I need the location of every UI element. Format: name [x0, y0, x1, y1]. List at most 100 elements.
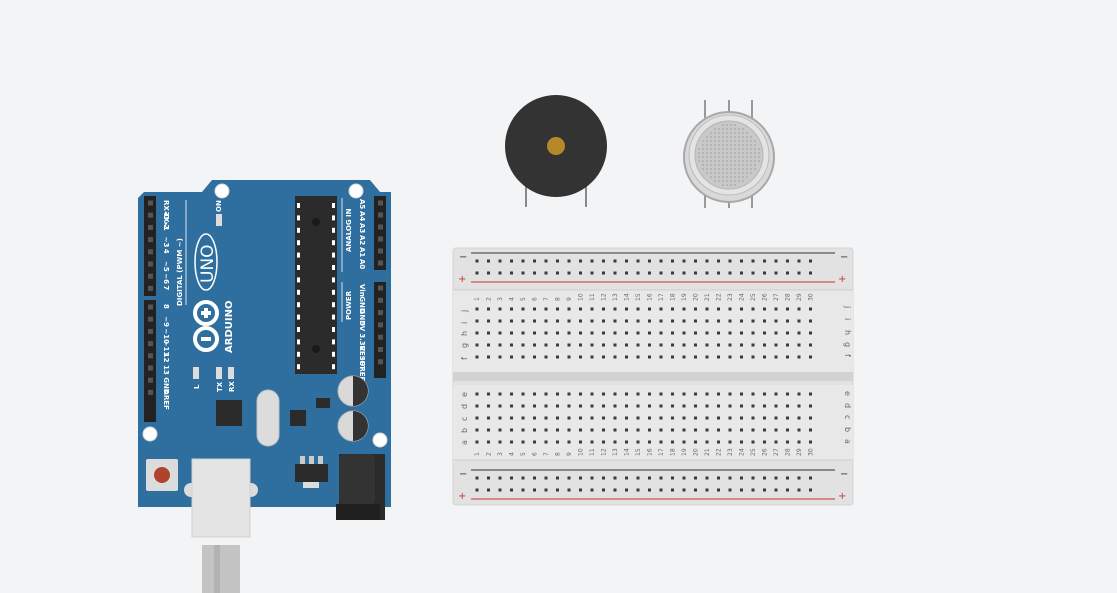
- breadboard-hole[interactable]: [786, 331, 789, 335]
- breadboard-hole[interactable]: [682, 343, 686, 347]
- breadboard-hole[interactable]: [636, 416, 640, 420]
- breadboard-hole[interactable]: [728, 392, 732, 396]
- rail-hole[interactable]: [671, 488, 674, 492]
- breadboard-hole[interactable]: [763, 416, 766, 420]
- rail-hole[interactable]: [809, 271, 812, 275]
- breadboard-hole[interactable]: [774, 392, 778, 396]
- breadboard-hole[interactable]: [533, 355, 536, 359]
- breadboard-hole[interactable]: [625, 307, 628, 311]
- breadboard-hole[interactable]: [705, 416, 709, 420]
- breadboard-hole[interactable]: [809, 343, 812, 347]
- breadboard-hole[interactable]: [510, 355, 513, 359]
- breadboard-hole[interactable]: [728, 331, 732, 335]
- breadboard-hole[interactable]: [567, 404, 571, 408]
- breadboard-hole[interactable]: [659, 404, 663, 408]
- breadboard-hole[interactable]: [740, 331, 743, 335]
- rail-hole[interactable]: [590, 271, 594, 275]
- breadboard-hole[interactable]: [682, 428, 686, 432]
- breadboard-hole[interactable]: [763, 440, 766, 444]
- digital-pin-hole[interactable]: [148, 377, 153, 383]
- analog-pin-hole[interactable]: [378, 224, 383, 230]
- breadboard-hole[interactable]: [763, 404, 766, 408]
- breadboard-hole[interactable]: [751, 404, 755, 408]
- breadboard-hole[interactable]: [797, 319, 801, 323]
- rail-hole[interactable]: [751, 271, 755, 275]
- breadboard-hole[interactable]: [797, 404, 801, 408]
- breadboard-hole[interactable]: [682, 440, 686, 444]
- breadboard-hole[interactable]: [774, 319, 778, 323]
- breadboard-hole[interactable]: [671, 428, 674, 432]
- rail-hole[interactable]: [510, 271, 513, 275]
- breadboard-hole[interactable]: [533, 392, 536, 396]
- rail-hole[interactable]: [717, 259, 720, 263]
- rail-hole[interactable]: [533, 259, 536, 263]
- breadboard-hole[interactable]: [556, 355, 559, 359]
- breadboard-hole[interactable]: [705, 404, 709, 408]
- breadboard-hole[interactable]: [797, 343, 801, 347]
- breadboard-hole[interactable]: [510, 392, 513, 396]
- breadboard-hole[interactable]: [694, 307, 697, 311]
- breadboard-hole[interactable]: [682, 404, 686, 408]
- breadboard-hole[interactable]: [751, 319, 755, 323]
- rail-hole[interactable]: [694, 476, 697, 480]
- breadboard-hole[interactable]: [694, 319, 697, 323]
- rail-hole[interactable]: [705, 259, 709, 263]
- breadboard-hole[interactable]: [625, 416, 628, 420]
- breadboard-hole[interactable]: [613, 404, 617, 408]
- breadboard-hole[interactable]: [763, 428, 766, 432]
- breadboard-hole[interactable]: [475, 343, 479, 347]
- breadboard-hole[interactable]: [648, 404, 651, 408]
- breadboard-hole[interactable]: [521, 440, 525, 444]
- breadboard-hole[interactable]: [590, 392, 594, 396]
- breadboard-hole[interactable]: [705, 428, 709, 432]
- rail-hole[interactable]: [590, 476, 594, 480]
- digital-header-upper[interactable]: [144, 196, 156, 296]
- breadboard-hole[interactable]: [671, 319, 674, 323]
- digital-pin-hole[interactable]: [148, 200, 153, 206]
- breadboard-hole[interactable]: [533, 440, 536, 444]
- breadboard-hole[interactable]: [682, 307, 686, 311]
- breadboard-hole[interactable]: [774, 404, 778, 408]
- breadboard-hole[interactable]: [544, 392, 548, 396]
- breadboard-hole[interactable]: [705, 307, 709, 311]
- breadboard-hole[interactable]: [544, 355, 548, 359]
- rail-hole[interactable]: [763, 259, 766, 263]
- rail-hole[interactable]: [487, 271, 490, 275]
- rail-hole[interactable]: [579, 271, 582, 275]
- breadboard-hole[interactable]: [717, 428, 720, 432]
- breadboard-hole[interactable]: [671, 392, 674, 396]
- breadboard-hole[interactable]: [613, 392, 617, 396]
- rail-hole[interactable]: [682, 271, 686, 275]
- breadboard-hole[interactable]: [717, 343, 720, 347]
- breadboard-hole[interactable]: [498, 307, 502, 311]
- breadboard-hole[interactable]: [774, 307, 778, 311]
- breadboard-hole[interactable]: [740, 343, 743, 347]
- breadboard-hole[interactable]: [636, 404, 640, 408]
- breadboard-hole[interactable]: [498, 343, 502, 347]
- breadboard-hole[interactable]: [567, 343, 571, 347]
- breadboard-hole[interactable]: [567, 416, 571, 420]
- breadboard-hole[interactable]: [533, 404, 536, 408]
- breadboard-hole[interactable]: [579, 428, 582, 432]
- rail-hole[interactable]: [533, 488, 536, 492]
- breadboard-hole[interactable]: [602, 428, 605, 432]
- breadboard-hole[interactable]: [705, 343, 709, 347]
- breadboard-hole[interactable]: [705, 355, 709, 359]
- breadboard-hole[interactable]: [636, 392, 640, 396]
- rail-hole[interactable]: [671, 259, 674, 263]
- rail-hole[interactable]: [694, 259, 697, 263]
- rail-hole[interactable]: [579, 259, 582, 263]
- breadboard-hole[interactable]: [694, 355, 697, 359]
- rail-hole[interactable]: [613, 271, 617, 275]
- rail-hole[interactable]: [682, 259, 686, 263]
- breadboard-hole[interactable]: [556, 392, 559, 396]
- rail-hole[interactable]: [705, 476, 709, 480]
- digital-pin-hole[interactable]: [148, 273, 153, 279]
- breadboard-hole[interactable]: [613, 331, 617, 335]
- rail-hole[interactable]: [809, 476, 812, 480]
- breadboard-hole[interactable]: [544, 331, 548, 335]
- breadboard-hole[interactable]: [809, 331, 812, 335]
- breadboard-hole[interactable]: [694, 416, 697, 420]
- breadboard-hole[interactable]: [786, 319, 789, 323]
- rail-hole[interactable]: [590, 259, 594, 263]
